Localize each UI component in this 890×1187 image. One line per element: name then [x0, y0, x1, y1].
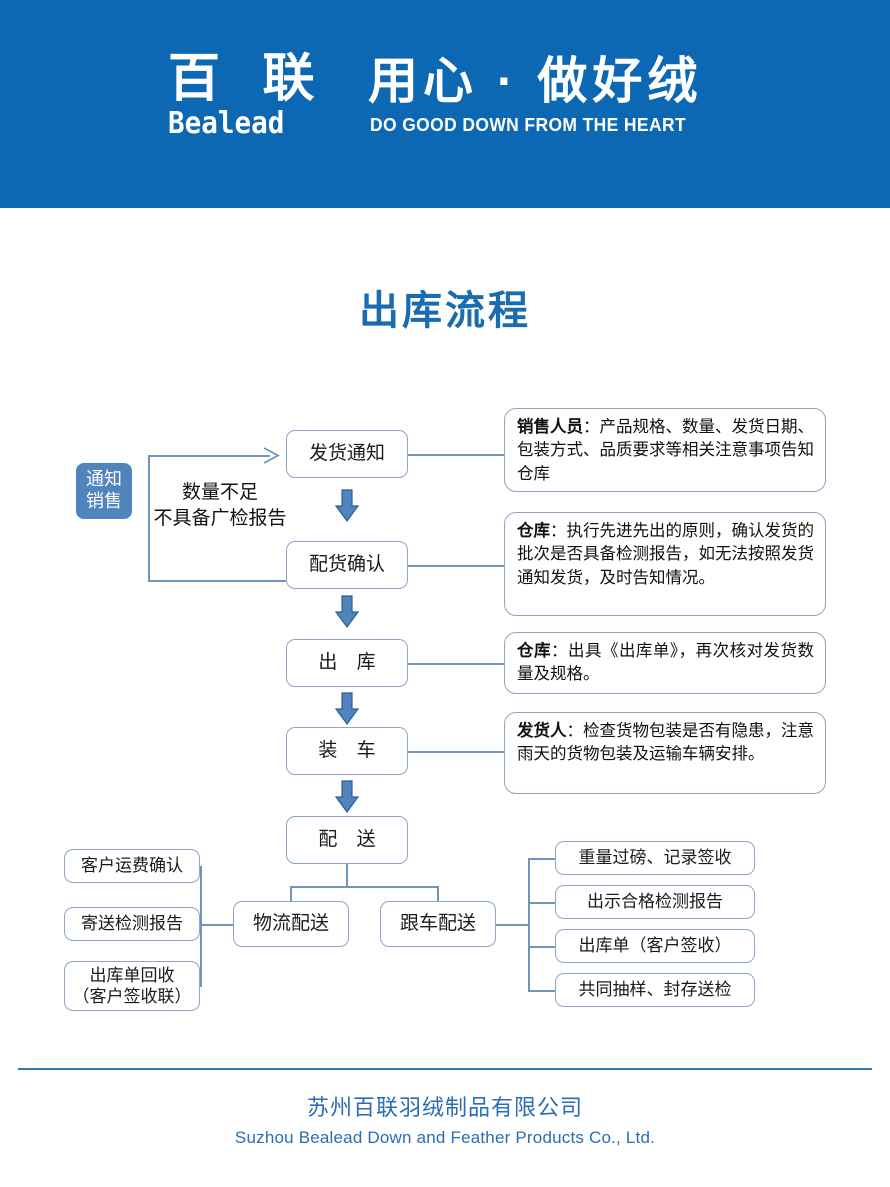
note-connector-2 [408, 565, 506, 567]
logistics-item-slip-recovery-label: 出库单回收 （客户签收联） [72, 965, 192, 1006]
note-text-1: 产品规格、数量、发货日期、包装方式、品质要求等相关注意事项告知仓库 [517, 418, 814, 483]
note-warehouse-fifo: 仓库：执行先进先出的原则，确认发货的批次是否具备检测报告，如无法按照发货通知发货… [504, 512, 826, 616]
brand-logo: 百 联 Bealead [168, 52, 348, 139]
logistics-item-send-report-label: 寄送检测报告 [81, 914, 183, 934]
feedback-line-left [148, 455, 150, 581]
feedback-condition-label: 数量不足 不具备广检报告 [150, 480, 290, 531]
step-allocation-confirm-label: 配货确认 [308, 554, 385, 576]
escort-item-show-report-label: 出示合格检测报告 [587, 892, 723, 912]
escort-branch-line-3 [528, 946, 556, 948]
note-sep-4: ： [566, 722, 584, 740]
feedback-arrowhead [262, 446, 284, 470]
company-name-en: Suzhou Bealead Down and Feather Products… [234, 1128, 656, 1147]
note-connector-4 [408, 751, 506, 753]
split-bar [290, 886, 438, 888]
note-role-3: 仓库 [517, 642, 551, 660]
escort-item-joint-sampling-label: 共同抽样、封存送检 [578, 980, 732, 1000]
step-shipping-notice-label: 发货通知 [308, 443, 385, 465]
note-connector-3 [408, 663, 506, 665]
logistics-item-freight-confirm-label: 客户运费确认 [81, 856, 183, 876]
escort-bus-stub [496, 924, 528, 926]
note-sep-2: ： [550, 522, 567, 540]
logistics-bus-vertical [200, 866, 202, 986]
page-footer: 苏州百联羽绒制品有限公司 Suzhou Bealead Down and Fea… [0, 1090, 890, 1148]
step-loading[interactable]: 装 车 [286, 727, 408, 775]
escort-branch-line-4 [528, 990, 556, 992]
notify-sales-badge: 通知 销售 [76, 463, 132, 519]
down-arrow-icon-1 [334, 489, 360, 523]
note-warehouse-outbound-slip: 仓库：出具《出库单》，再次核对发货数量及规格。 [504, 632, 826, 694]
escort-branch-line-2 [528, 902, 556, 904]
split-stem [346, 864, 348, 888]
company-name-cn: 苏州百联羽绒制品有限公司 [306, 1095, 583, 1120]
branch-escort-delivery[interactable]: 跟车配送 [380, 901, 496, 947]
slogan-en: DO GOOD DOWN FROM THE HEART [370, 115, 687, 135]
escort-item-weigh-record[interactable]: 重量过磅、记录签收 [555, 841, 755, 875]
escort-item-outbound-slip-label: 出库单（客户签收） [578, 936, 732, 956]
brand-name-en: Bealead [168, 105, 285, 141]
logistics-item-send-report[interactable]: 寄送检测报告 [64, 907, 200, 941]
page-header: 百 联 Bealead 用心 · 做好绒 DO GOOD DOWN FROM T… [0, 0, 890, 208]
feedback-condition-line1: 数量不足 [181, 482, 258, 503]
note-sep-1: ： [583, 418, 600, 436]
note-role-2: 仓库 [517, 522, 550, 540]
note-role-1: 销售人员 [517, 418, 583, 436]
down-arrow-icon-3 [334, 692, 360, 726]
step-outbound-label: 出 库 [318, 652, 383, 674]
header-content: 百 联 Bealead 用心 · 做好绒 DO GOOD DOWN FROM T… [168, 52, 768, 162]
note-sales-staff: 销售人员：产品规格、数量、发货日期、包装方式、品质要求等相关注意事项告知仓库 [504, 408, 826, 492]
note-text-2: 执行先进先出的原则，确认发货的批次是否具备检测报告，如无法按照发货通知发货，及时… [517, 522, 814, 587]
escort-bus-vertical [528, 858, 530, 990]
note-text-3: 出具《出库单》，再次核对发货数量及规格。 [517, 642, 815, 684]
note-role-4: 发货人 [517, 722, 567, 740]
slogan-cn: 用心 · 做好绒 [368, 53, 703, 109]
down-arrow-icon-4 [334, 780, 360, 814]
down-arrow-icon-2 [334, 595, 360, 629]
escort-item-weigh-record-label: 重量过磅、记录签收 [578, 848, 732, 868]
escort-item-joint-sampling[interactable]: 共同抽样、封存送检 [555, 973, 755, 1007]
step-shipping-notice[interactable]: 发货通知 [286, 430, 408, 478]
escort-branch-line-1 [528, 858, 556, 860]
note-sep-3: ： [550, 642, 568, 660]
split-right-drop [437, 886, 439, 902]
branch-logistics-delivery[interactable]: 物流配送 [233, 901, 349, 947]
branch-logistics-delivery-label: 物流配送 [252, 913, 329, 935]
feedback-line-bottom [148, 580, 286, 582]
notify-sales-label: 通知 销售 [86, 469, 122, 511]
step-outbound[interactable]: 出 库 [286, 639, 408, 687]
logistics-item-freight-confirm[interactable]: 客户运费确认 [64, 849, 200, 883]
branch-escort-delivery-label: 跟车配送 [399, 913, 476, 935]
page-title: 出库流程 [359, 289, 531, 333]
step-allocation-confirm[interactable]: 配货确认 [286, 541, 408, 589]
note-connector-1 [408, 454, 506, 456]
footer-divider [18, 1068, 872, 1070]
note-text-4: 检查货物包装是否有隐患，注意雨天的货物包装及运输车辆安排。 [517, 722, 814, 764]
brand-slogan: 用心 · 做好绒 DO GOOD DOWN FROM THE HEART [368, 54, 702, 136]
step-delivery[interactable]: 配 送 [286, 816, 408, 864]
feedback-line-top [148, 455, 270, 457]
note-shipper: 发货人：检查货物包装是否有隐患，注意雨天的货物包装及运输车辆安排。 [504, 712, 826, 794]
step-delivery-label: 配 送 [318, 829, 383, 851]
logistics-bus-stub [200, 924, 234, 926]
split-left-drop [290, 886, 292, 902]
brand-name-cn: 百 联 [168, 50, 329, 108]
escort-item-show-report[interactable]: 出示合格检测报告 [555, 885, 755, 919]
logistics-item-slip-recovery[interactable]: 出库单回收 （客户签收联） [64, 961, 200, 1011]
logistics-bus-top-cap [198, 866, 202, 868]
escort-item-outbound-slip[interactable]: 出库单（客户签收） [555, 929, 755, 963]
logistics-bus-bottom-cap [198, 985, 202, 987]
feedback-condition-line2: 不具备广检报告 [153, 507, 287, 529]
step-loading-label: 装 车 [318, 740, 383, 762]
